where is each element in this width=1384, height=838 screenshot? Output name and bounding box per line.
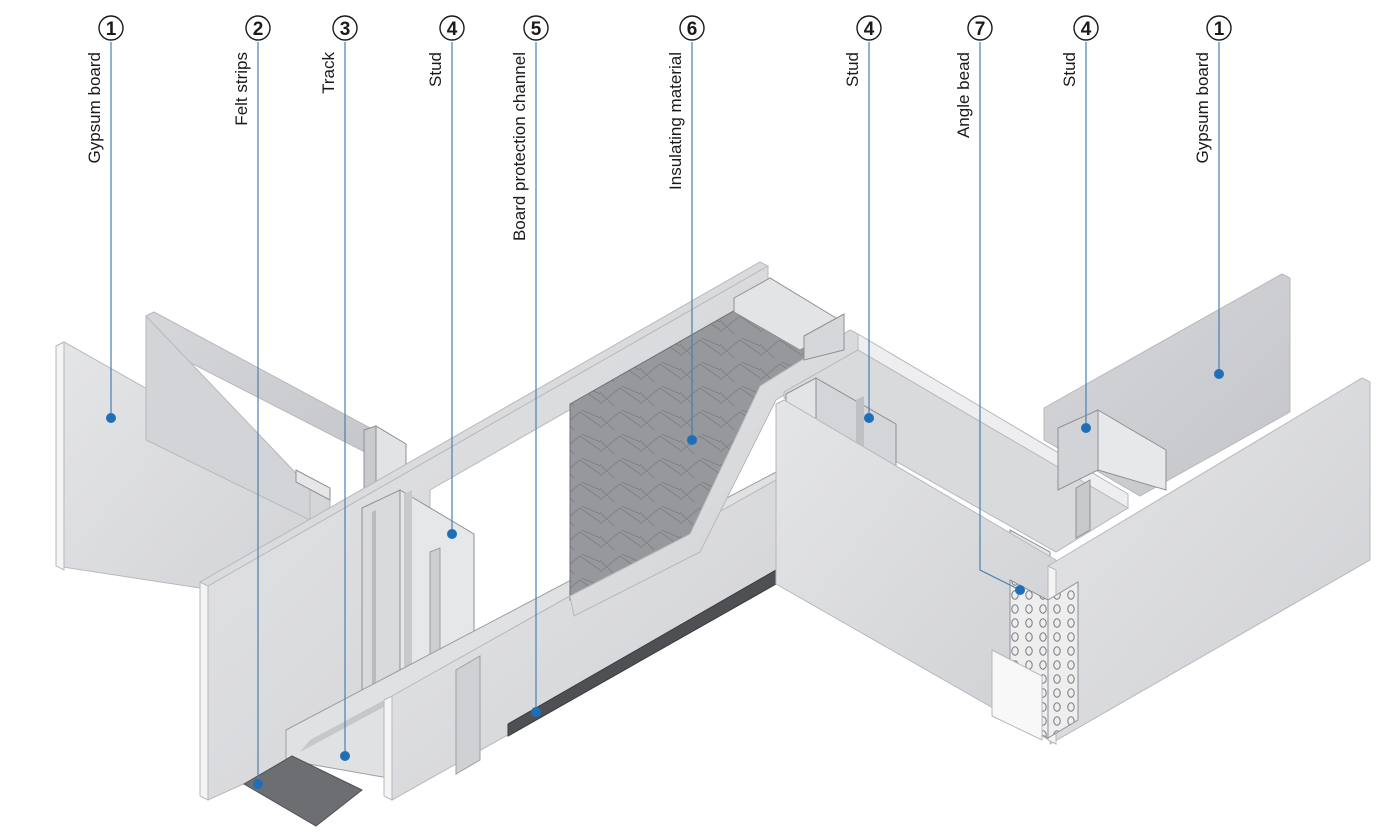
callout-number-circle <box>967 15 993 41</box>
callout-1-left: 1 Gypsum board <box>85 15 124 423</box>
callout-number-circle <box>856 15 882 41</box>
callout-number: 1 <box>106 19 117 40</box>
callout-number-circle <box>98 15 124 41</box>
callout-number: 2 <box>253 19 264 40</box>
callout-dot <box>447 529 457 539</box>
callout-number: 1 <box>1214 19 1225 40</box>
callout-number: 5 <box>531 19 542 40</box>
callout-number: 3 <box>340 19 351 40</box>
callout-label: Insulating material <box>666 52 685 190</box>
callout-label: Stud <box>426 52 445 87</box>
callout-7: 7 Angle bead <box>954 15 1025 595</box>
callout-dot <box>1015 585 1025 595</box>
callout-number-circle <box>1206 15 1232 41</box>
callout-number: 6 <box>687 19 698 40</box>
top-back-studs <box>733 277 845 361</box>
felt-strip <box>243 755 363 827</box>
callout-dot <box>1081 423 1091 433</box>
callout-5: 5 Board protection channel <box>510 15 549 717</box>
callout-number: 4 <box>1081 19 1092 40</box>
callout-number: 4 <box>864 19 875 40</box>
callout-number-circle <box>1073 15 1099 41</box>
callout-number-circle <box>245 15 271 41</box>
callout-number-circle <box>332 15 358 41</box>
callout-dot <box>106 413 116 423</box>
callout-label: Board protection channel <box>510 52 529 241</box>
callout-dot <box>340 751 350 761</box>
callout-number-circle <box>439 15 465 41</box>
back-left-stud <box>295 425 407 501</box>
leader-line <box>979 42 1021 591</box>
callout-label: Angle bead <box>954 52 973 138</box>
callout-dot <box>1214 369 1224 379</box>
callout-1-right: 1 Gypsum board <box>1193 15 1232 379</box>
central-long-board <box>199 261 769 801</box>
callout-label: Gypsum board <box>1193 52 1212 164</box>
callout-dot <box>253 779 263 789</box>
callout-label: Felt strips <box>232 52 251 126</box>
callout-number: 4 <box>447 19 458 40</box>
callout-label: Stud <box>1060 52 1079 87</box>
callout-4-right: 4 Stud <box>1060 15 1099 433</box>
callout-label: Gypsum board <box>85 52 104 164</box>
callout-label: Stud <box>843 52 862 87</box>
callout-number-circle <box>679 15 705 41</box>
callout-3: 3 Track <box>319 15 358 761</box>
callout-label: Track <box>319 52 338 94</box>
angle-bead <box>991 579 1079 741</box>
callout-dot <box>864 413 874 423</box>
callout-number: 7 <box>975 19 986 40</box>
callout-6: 6 Insulating material <box>666 15 705 445</box>
callout-4-central: 4 Stud <box>426 15 465 539</box>
callout-4-room: 4 Stud <box>843 15 882 423</box>
callout-dot <box>531 707 541 717</box>
callout-number-circle <box>523 15 549 41</box>
callout-2: 2 Felt strips <box>232 15 271 789</box>
callout-dot <box>687 435 697 445</box>
